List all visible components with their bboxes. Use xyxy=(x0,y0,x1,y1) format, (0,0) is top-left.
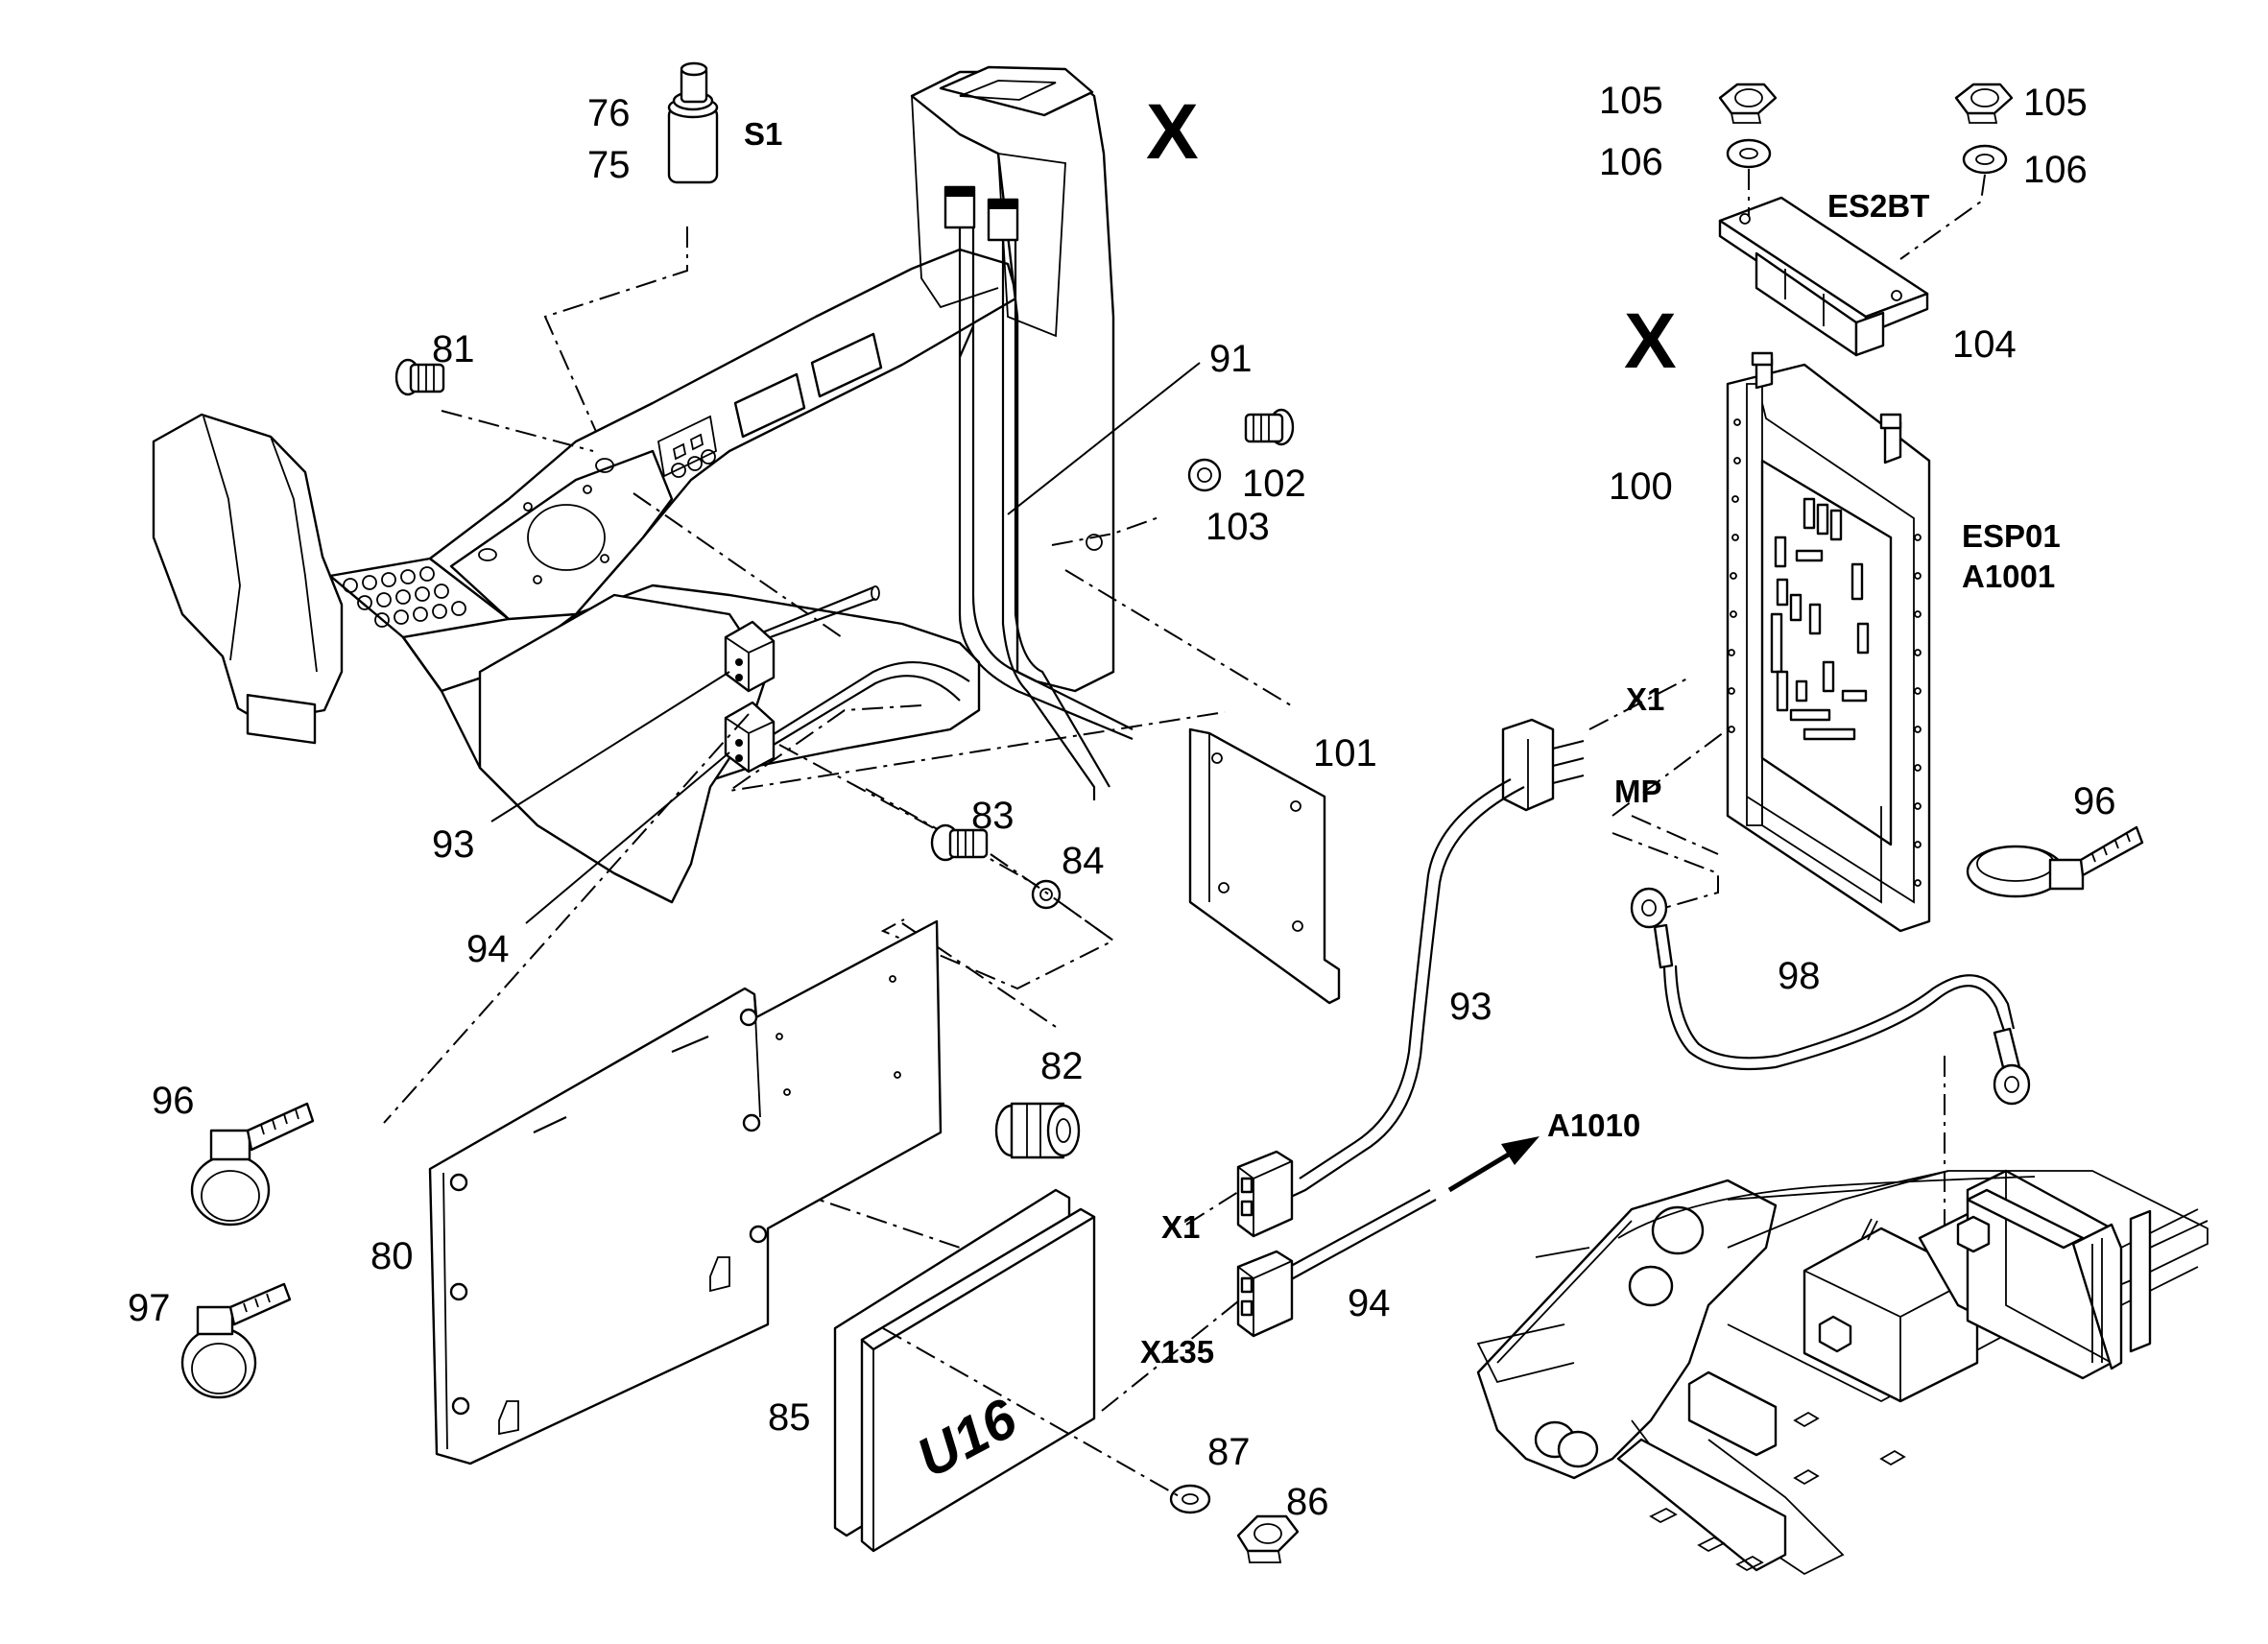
label-87: 87 xyxy=(1207,1431,1251,1473)
label-93-harness: 93 xyxy=(1449,986,1492,1028)
leader-s1 xyxy=(543,226,688,452)
label-94-harness: 94 xyxy=(1348,1282,1391,1324)
screw-83 xyxy=(930,823,989,862)
dashboard-console xyxy=(152,65,1134,904)
label-es2bt: ES2BT xyxy=(1827,188,1929,224)
label-103: 103 xyxy=(1206,506,1270,548)
control-board-100 xyxy=(1726,351,1931,933)
label-100: 100 xyxy=(1609,465,1673,508)
label-s1: S1 xyxy=(744,116,782,152)
label-105-right: 105 xyxy=(2023,82,2088,124)
nut-86 xyxy=(1236,1514,1300,1563)
label-104: 104 xyxy=(1952,323,2017,366)
label-x135: X135 xyxy=(1140,1334,1214,1370)
label-96-left: 96 xyxy=(152,1080,195,1122)
label-102: 102 xyxy=(1242,463,1306,505)
plug-94-console xyxy=(724,701,776,774)
washer-106-left xyxy=(1726,138,1772,169)
section-mark-right: X xyxy=(1624,298,1677,385)
label-81: 81 xyxy=(432,328,475,370)
label-106-left: 106 xyxy=(1599,141,1663,183)
label-101: 101 xyxy=(1313,732,1377,774)
chassis-frame xyxy=(1476,1169,2208,1576)
label-105-left: 105 xyxy=(1599,80,1663,122)
label-84: 84 xyxy=(1062,840,1105,882)
label-93-console: 93 xyxy=(432,823,475,866)
washer-106-right xyxy=(1962,144,2008,175)
label-96-right: 96 xyxy=(2073,780,2116,822)
label-106-right: 106 xyxy=(2023,149,2088,191)
key-switch-s1 xyxy=(667,61,719,184)
arrow-a1010 xyxy=(1447,1147,1518,1193)
nut-105-right xyxy=(1954,83,2014,124)
label-82: 82 xyxy=(1040,1045,1084,1087)
label-91: 91 xyxy=(1209,338,1253,380)
harness-93 xyxy=(1236,718,1585,1238)
harness-94 xyxy=(1236,1189,1437,1338)
label-85: 85 xyxy=(768,1396,811,1439)
ground-cable-98 xyxy=(1630,887,2031,1106)
screw-102 xyxy=(1244,408,1295,446)
label-76: 76 xyxy=(587,92,631,134)
label-a1001: A1001 xyxy=(1962,559,2055,594)
label-80: 80 xyxy=(370,1235,414,1277)
cable-tie-96-left xyxy=(190,1102,315,1227)
cable-tie-96-right xyxy=(1966,825,2144,898)
label-98: 98 xyxy=(1778,955,1821,997)
label-86: 86 xyxy=(1286,1481,1329,1523)
washer-103 xyxy=(1187,458,1222,492)
section-mark-left: X xyxy=(1146,88,1199,176)
label-a1010: A1010 xyxy=(1547,1108,1640,1143)
nut-105-left xyxy=(1718,83,1778,124)
bracket-plate-101 xyxy=(1188,727,1341,1005)
washer-87 xyxy=(1169,1484,1211,1514)
mounting-plate-80 xyxy=(428,919,943,1465)
label-97: 97 xyxy=(128,1287,171,1329)
label-94-console: 94 xyxy=(466,928,510,970)
cable-tie-97 xyxy=(180,1282,292,1399)
spacer-82 xyxy=(994,1102,1081,1159)
label-75: 75 xyxy=(587,144,631,186)
screw-81 xyxy=(394,358,445,396)
plug-93-console xyxy=(724,620,776,693)
label-esp01: ESP01 xyxy=(1962,518,2061,554)
label-x1-plug: X1 xyxy=(1161,1209,1200,1245)
label-mp: MP xyxy=(1614,774,1662,809)
label-83: 83 xyxy=(971,795,1015,837)
label-x1-board: X1 xyxy=(1626,681,1664,717)
control-module-85 xyxy=(833,1188,1096,1553)
